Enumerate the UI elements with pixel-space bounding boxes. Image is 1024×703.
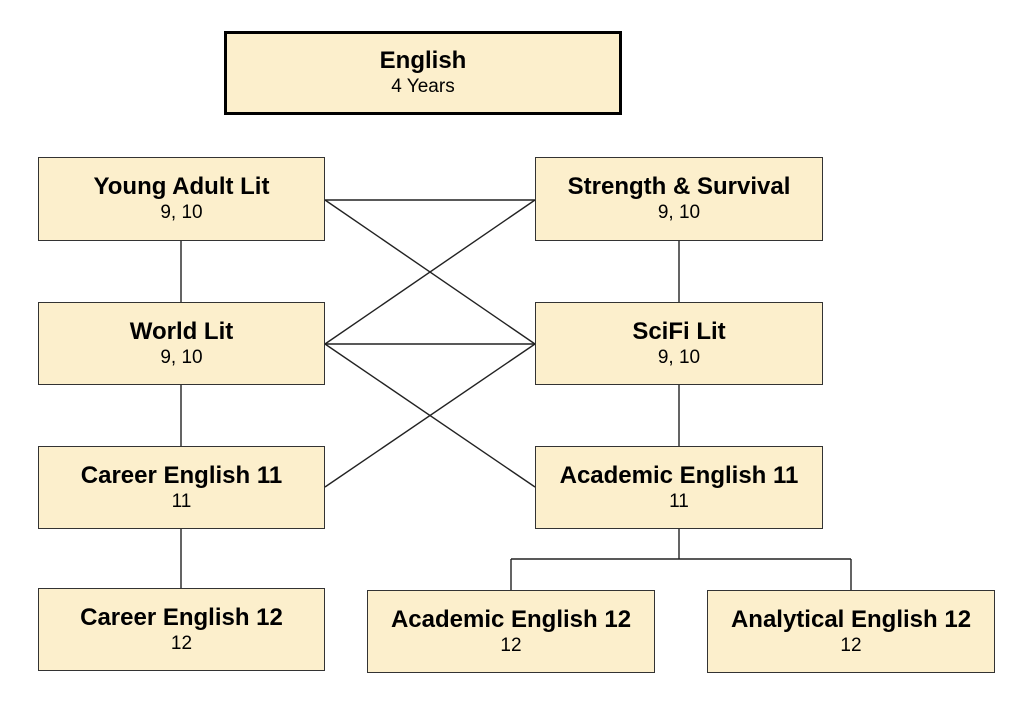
node-scifi-lit-title: SciFi Lit <box>632 317 726 345</box>
node-career-english-12-title: Career English 12 <box>80 603 283 631</box>
node-academic-english-12: Academic English 12 12 <box>367 590 655 673</box>
node-career-english-12: Career English 12 12 <box>38 588 325 671</box>
node-english-subtitle: 4 Years <box>391 76 455 97</box>
node-analytical-english-12: Analytical English 12 12 <box>707 590 995 673</box>
node-young-adult-lit-grades: 9, 10 <box>160 202 203 223</box>
node-academic-english-12-grades: 12 <box>500 634 522 656</box>
node-career-english-11-title: Career English 11 <box>80 461 283 489</box>
node-english-title: English <box>379 47 467 74</box>
connector-world-lit-to-strength-survival <box>324 199 536 345</box>
node-career-english-11: Career English 11 11 <box>38 446 325 529</box>
node-scifi-lit: SciFi Lit 9, 10 <box>535 302 823 385</box>
node-world-lit-grades: 9, 10 <box>160 346 203 368</box>
node-young-adult-lit-title: Young Adult Lit <box>93 173 270 200</box>
node-career-english-11-grades: 11 <box>171 490 192 512</box>
node-academic-english-11: Academic English 11 11 <box>535 446 823 529</box>
node-english: English 4 Years <box>224 31 622 115</box>
node-analytical-english-12-grades: 12 <box>840 634 862 656</box>
node-strength-survival-grades: 9, 10 <box>657 202 701 223</box>
node-academic-english-11-grades: 11 <box>669 490 689 512</box>
node-scifi-lit-grades: 9, 10 <box>657 346 701 368</box>
node-academic-english-11-title: Academic English 11 <box>559 461 799 489</box>
node-young-adult-lit: Young Adult Lit 9, 10 <box>38 157 325 241</box>
node-world-lit: World Lit 9, 10 <box>38 302 325 385</box>
node-analytical-english-12-title: Analytical English 12 <box>730 605 972 633</box>
node-strength-survival: Strength & Survival 9, 10 <box>535 157 823 241</box>
node-world-lit-title: World Lit <box>129 317 234 345</box>
connector-career-english-11-to-scifi-lit <box>324 343 536 488</box>
node-academic-english-12-title: Academic English 12 <box>390 605 632 633</box>
node-strength-survival-title: Strength & Survival <box>567 173 791 200</box>
node-career-english-12-grades: 12 <box>170 632 193 654</box>
